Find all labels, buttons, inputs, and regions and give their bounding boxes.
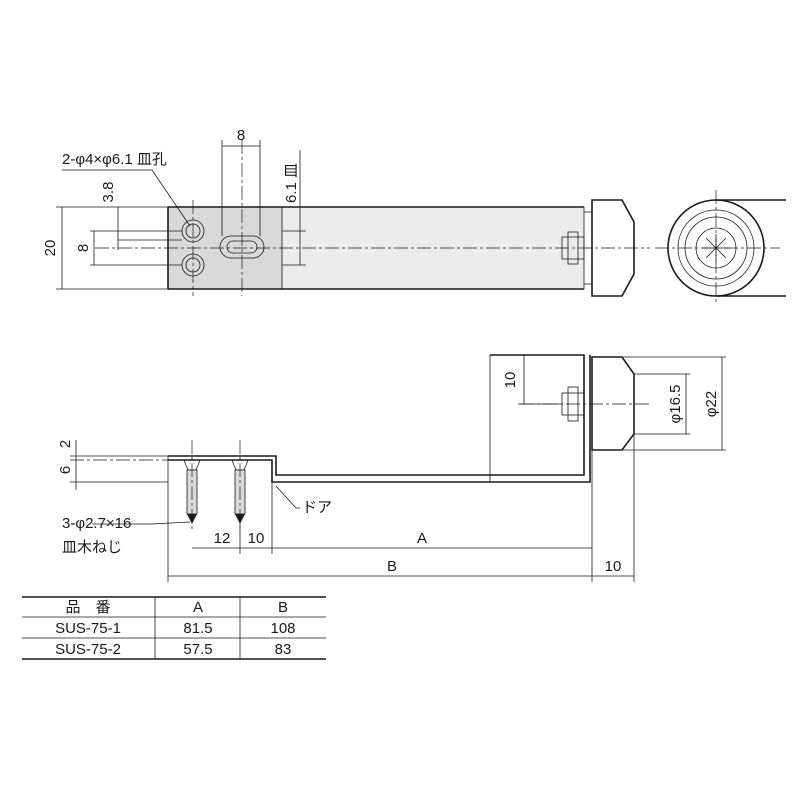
dim-offset-6: 6 [57, 466, 74, 474]
dim-height-8: 8 [75, 244, 92, 252]
table-cell: 108 [270, 620, 295, 637]
screw-spec-line2: 皿木ねじ [62, 539, 122, 556]
hole-spec-label: 2-φ4×φ6.1 皿孔 [62, 151, 167, 168]
dim-B: B [387, 558, 397, 575]
top-view-dimensions: 8 20 8 3.8 6.1 皿 2-φ4×φ6.1 皿孔 [42, 127, 306, 290]
door-label: ドア [302, 499, 332, 516]
table-header-part: 品 番 [65, 599, 110, 616]
dim-diameter-22: φ22 [703, 391, 720, 417]
screw-spec-line1: 3-φ2.7×16 [62, 515, 131, 532]
table-cell: 83 [275, 641, 292, 658]
countersink-label: 6.1 皿 [283, 163, 300, 203]
dim-10-right: 10 [605, 558, 622, 575]
table-cell: 81.5 [183, 620, 212, 637]
model-table: 品 番 A B SUS-75-1 81.5 108 SUS-75-2 57.5 … [22, 596, 326, 660]
table-cell: SUS-75-2 [55, 641, 121, 658]
dim-slot-width: 8 [237, 127, 245, 144]
side-view [70, 354, 650, 532]
top-view [95, 140, 650, 297]
table-cell: 57.5 [183, 641, 212, 658]
dim-height-20: 20 [42, 240, 59, 257]
table-header-a: A [193, 599, 203, 616]
dim-diameter-16-5: φ16.5 [667, 385, 684, 424]
table-header-b: B [278, 599, 288, 616]
table-cell: SUS-75-1 [55, 620, 121, 637]
dim-thickness-2: 2 [57, 440, 74, 448]
side-view-dimensions: 2 6 10 φ16.5 φ22 12 10 A B 10 ドア [57, 354, 726, 582]
end-view [655, 190, 786, 305]
rubber-stopper [591, 356, 635, 451]
dim-hole-offset: 3.8 [100, 182, 117, 203]
dim-A: A [417, 530, 427, 547]
dim-10-left: 10 [248, 530, 265, 547]
dim-stop-10: 10 [502, 372, 519, 389]
dim-12: 12 [214, 530, 231, 547]
